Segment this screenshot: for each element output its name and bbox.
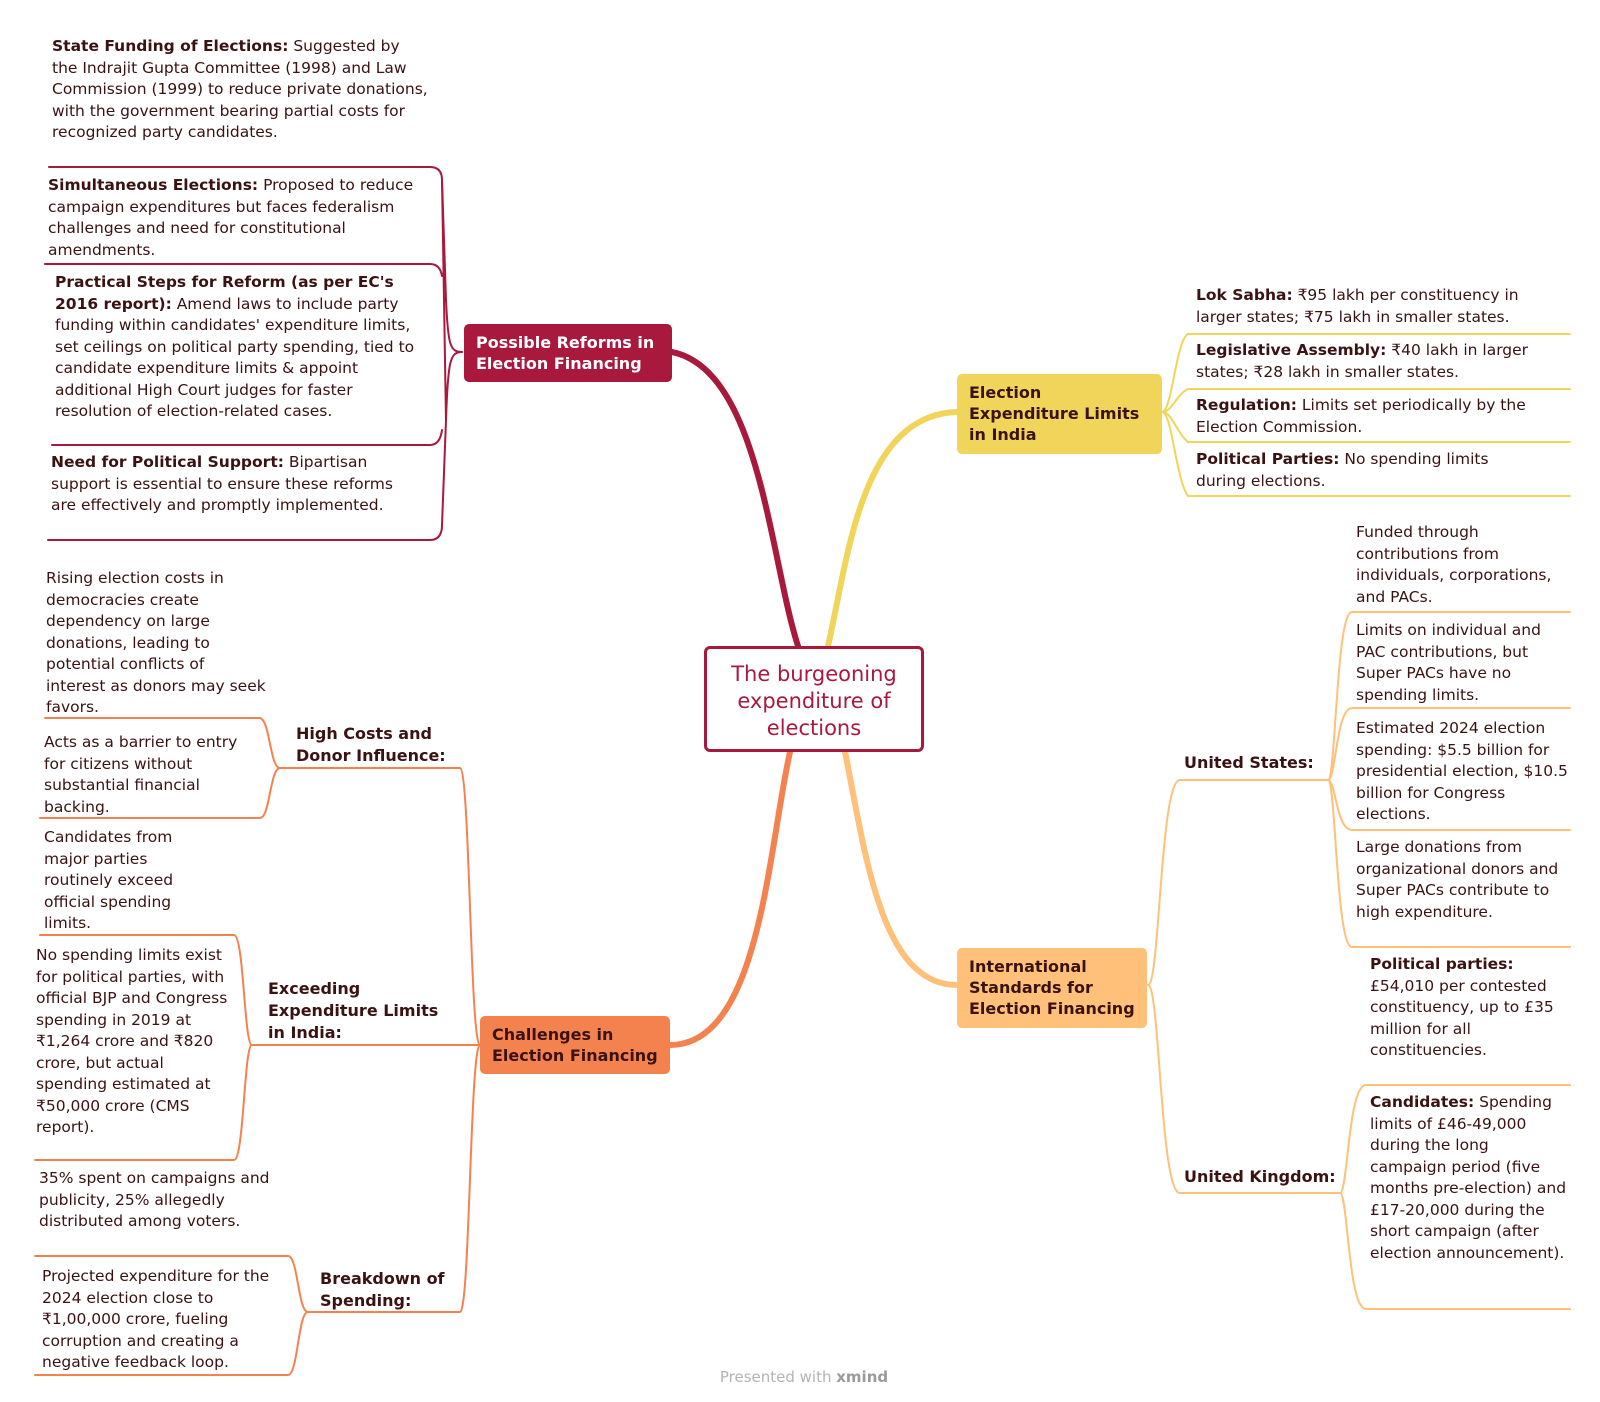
- uk-item-text: £54,010 per contested constituency, up t…: [1370, 976, 1554, 1060]
- footer-prefix: Presented with: [719, 1368, 837, 1386]
- footer-watermark: Presented with xmind: [714, 1368, 894, 1386]
- limits-item-label: Lok Sabha:: [1196, 286, 1293, 304]
- limits-item-legislative-assembly: Legislative Assembly: ₹40 lakh in larger…: [1196, 340, 1546, 383]
- branch-limits: [825, 409, 960, 649]
- limits-item-label: Legislative Assembly:: [1196, 341, 1387, 359]
- reform-item-text: Bipartisan support is essential to ensur…: [51, 453, 393, 514]
- reform-item-political-support: Need for Political Support: Bipartisan s…: [51, 452, 416, 517]
- uk-item-political-parties: Political parties: £54,010 per contested…: [1370, 954, 1570, 1062]
- reform-item-practical-steps: Practical Steps for Reform (as per EC's …: [55, 272, 430, 423]
- branch-challenges: [667, 749, 793, 1048]
- reform-item-label: Practical Steps for Reform (as per EC's …: [55, 273, 394, 313]
- reform-item-text: Proposed to reduce campaign expenditures…: [48, 176, 414, 259]
- reform-item-text: Suggested by the Indrajit Gupta Committe…: [52, 37, 428, 141]
- challenge-item: No spending limits exist for political p…: [36, 946, 228, 1136]
- footer-brand: xmind: [836, 1368, 889, 1386]
- reform-item-label: Simultaneous Elections:: [48, 176, 259, 194]
- limits-item-lok-sabha: Lok Sabha: ₹95 lakh per constituency in …: [1196, 285, 1566, 328]
- reform-item-simultaneous-elections: Simultaneous Elections: Proposed to redu…: [48, 175, 426, 261]
- reform-item-text: Amend laws to include party funding with…: [55, 294, 415, 421]
- subtopic-united-kingdom[interactable]: United Kingdom:: [1184, 1167, 1336, 1186]
- branch-reforms: [669, 349, 801, 649]
- us-item: Funded through contributions from indivi…: [1356, 523, 1552, 606]
- challenge-item: Projected expenditure for the 2024 elect…: [42, 1267, 270, 1371]
- limits-item-text: ₹40 lakh in larger states; ₹28 lakh in s…: [1196, 341, 1529, 381]
- node-international-standards[interactable]: International Standards for Election Fin…: [957, 948, 1147, 1028]
- limits-item-text: ₹95 lakh per constituency in larger stat…: [1196, 286, 1519, 326]
- challenge-item: Acts as a barrier to entry for citizens …: [44, 733, 238, 816]
- branch-international: [842, 749, 960, 988]
- node-possible-reforms[interactable]: Possible Reforms in Election Financing: [464, 324, 672, 382]
- limits-item-political-parties: Political Parties: No spending limits du…: [1196, 449, 1536, 492]
- limits-item-text: Limits set periodically by the Election …: [1196, 396, 1526, 436]
- limits-item-regulation: Regulation: Limits set periodically by t…: [1196, 395, 1546, 438]
- limits-item-label: Regulation:: [1196, 396, 1297, 414]
- uk-item-candidates: Candidates: Spending limits of £46-49,00…: [1370, 1092, 1570, 1264]
- reform-item-label: Need for Political Support:: [51, 453, 284, 471]
- reform-item-state-funding: State Funding of Elections: Suggested by…: [52, 36, 430, 144]
- limits-item-text: No spending limits during elections.: [1196, 450, 1489, 490]
- uk-item-label: Political parties:: [1370, 955, 1514, 973]
- reform-item-label: State Funding of Elections:: [52, 37, 289, 55]
- subtopic-breakdown-spending[interactable]: Breakdown of Spending:: [320, 1269, 445, 1310]
- challenge-item: 35% spent on campaigns and publicity, 25…: [39, 1169, 270, 1230]
- subtopic-united-states[interactable]: United States:: [1184, 753, 1314, 772]
- us-item: Large donations from organizational dono…: [1356, 838, 1559, 921]
- node-expenditure-limits-india[interactable]: Election Expenditure Limits in India: [957, 374, 1162, 454]
- challenge-item: Rising election costs in democracies cre…: [46, 569, 266, 716]
- challenge-item: Candidates from major parties routinely …: [44, 828, 174, 932]
- subtopic-exceeding-limits[interactable]: Exceeding Expenditure Limits in India:: [268, 979, 439, 1042]
- uk-item-text: Spending limits of £46-49,000 during the…: [1370, 1093, 1567, 1262]
- uk-item-label: Candidates:: [1370, 1093, 1475, 1111]
- central-topic[interactable]: The burgeoning expenditure of elections: [704, 646, 924, 752]
- us-item: Limits on individual and PAC contributio…: [1356, 621, 1541, 704]
- limits-item-label: Political Parties:: [1196, 450, 1340, 468]
- subtopic-high-costs[interactable]: High Costs and Donor Influence:: [296, 724, 446, 765]
- us-item: Estimated 2024 election spending: $5.5 b…: [1356, 719, 1568, 823]
- node-challenges[interactable]: Challenges in Election Financing: [480, 1016, 670, 1074]
